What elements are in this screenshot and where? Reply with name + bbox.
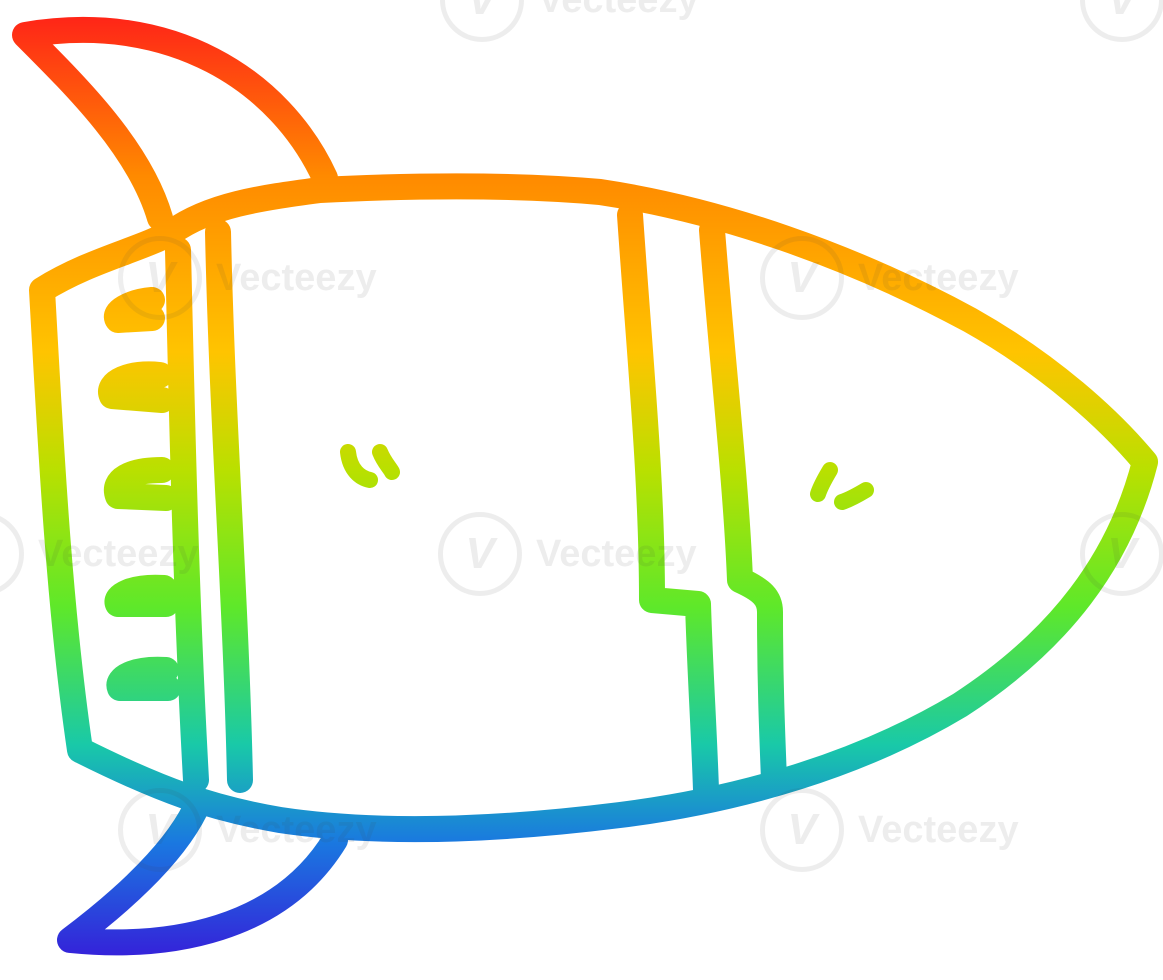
- bottom-fin: [57, 797, 348, 956]
- rivet-mark: [834, 482, 874, 510]
- rivet-mark: [372, 444, 400, 480]
- exhaust-vent: [104, 574, 179, 617]
- rivet-mark: [340, 444, 378, 488]
- rocket-body: [29, 173, 1158, 843]
- tail-panel: [165, 237, 209, 793]
- top-fin: [12, 16, 338, 231]
- rivet-mark: [810, 462, 838, 502]
- body-band-right: [699, 217, 787, 793]
- exhaust-vent: [103, 457, 179, 511]
- tail-panel-inner: [205, 219, 253, 793]
- exhaust-vent: [104, 287, 165, 333]
- exhaust-vent: [98, 361, 175, 413]
- body-band-left: [617, 202, 719, 803]
- exhaust-vent: [106, 656, 181, 701]
